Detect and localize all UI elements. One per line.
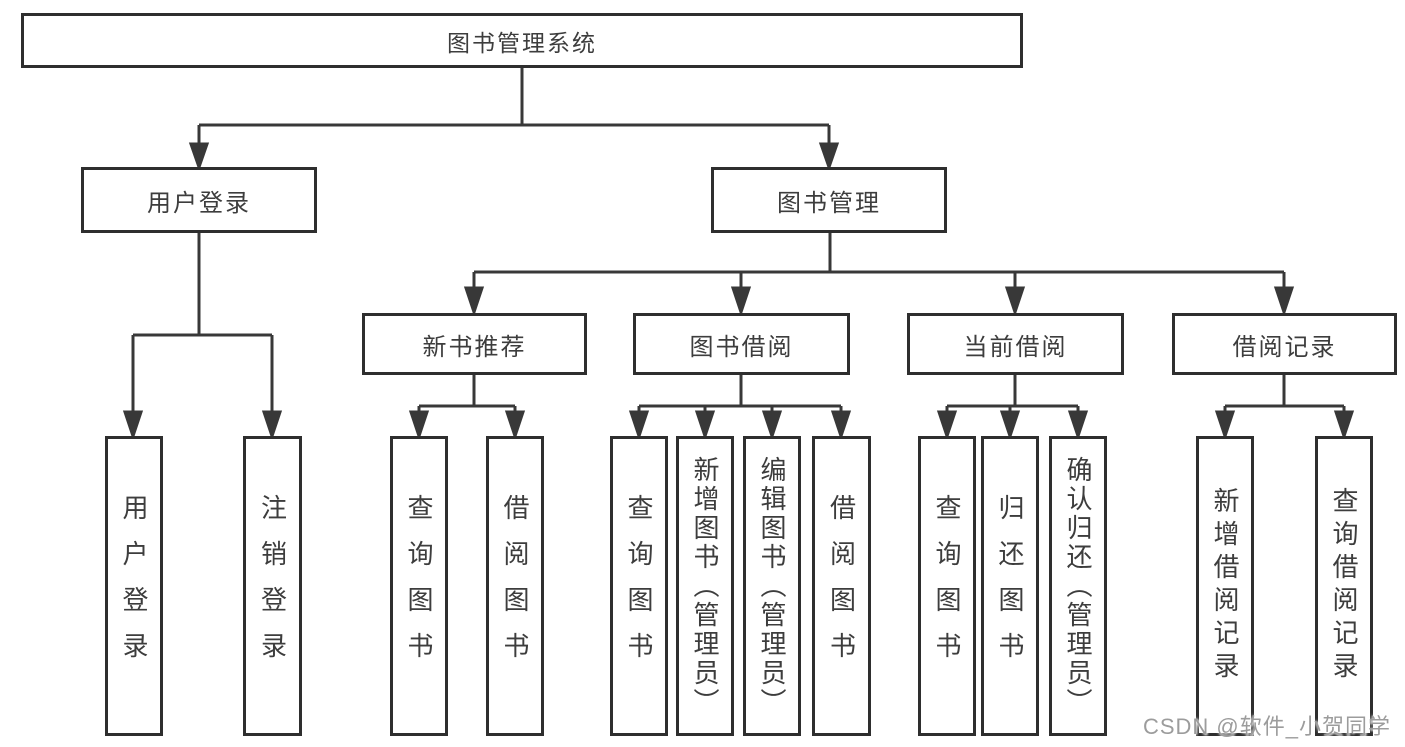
arrowhead	[463, 286, 485, 317]
watermark: CSDN @软件_小贺同学	[1142, 714, 1391, 739]
arrowhead	[1214, 410, 1236, 441]
leaf-query-book-1: 查询图书	[390, 436, 448, 736]
arrowhead	[408, 410, 430, 441]
node-book-mgmt: 图书管理	[711, 167, 947, 233]
node-label: 借阅图书	[500, 494, 530, 678]
arrowhead	[936, 410, 958, 441]
node-current-borrow: 当前借阅	[907, 313, 1124, 375]
node-label: 当前借阅	[963, 333, 1068, 361]
leaf-borrow-book-2: 借阅图书	[812, 436, 871, 736]
node-label: 图书管理系统	[447, 29, 597, 56]
node-label: 归还图书	[995, 494, 1025, 678]
arrowhead	[188, 142, 210, 172]
leaf-add-book-admin: 新增图书（管理员）	[676, 436, 734, 736]
connector-book-mgmt-to-level3	[463, 233, 1295, 317]
node-label: 注销登录	[257, 494, 288, 678]
leaf-add-borrow-record: 新增借阅记录	[1196, 436, 1254, 736]
node-label: 借阅图书	[826, 494, 857, 678]
arrowhead	[1004, 286, 1026, 317]
arrowhead	[628, 410, 650, 441]
node-label: 用户登录	[147, 189, 251, 217]
node-borrow-record: 借阅记录	[1172, 313, 1397, 375]
node-label: 确认归还（管理员）	[1063, 455, 1093, 717]
leaf-borrow-book-1: 借阅图书	[486, 436, 544, 736]
leaf-confirm-return-admin: 确认归还（管理员）	[1049, 436, 1107, 736]
node-label: 查询图书	[404, 494, 434, 678]
connector-root-to-level2	[188, 68, 840, 172]
node-label: 新书推荐	[422, 333, 527, 361]
node-label: 查询借阅记录	[1329, 487, 1359, 685]
leaf-return-book: 归还图书	[981, 436, 1039, 736]
node-label: 查询图书	[932, 494, 962, 678]
node-label: 借阅记录	[1232, 333, 1337, 361]
leaf-query-borrow-record: 查询借阅记录	[1315, 436, 1373, 736]
arrowhead	[1273, 286, 1295, 317]
arrowhead	[1067, 410, 1089, 441]
node-label: 用户登录	[119, 494, 149, 678]
leaf-logout: 注销登录	[243, 436, 302, 736]
node-label: 新增借阅记录	[1210, 487, 1240, 685]
connector-borrow-record-children	[1214, 375, 1355, 441]
leaf-query-book-2: 查询图书	[610, 436, 668, 736]
node-label: 查询图书	[624, 494, 654, 678]
arrowhead	[730, 286, 752, 317]
arrowhead	[830, 410, 852, 441]
arrowhead	[694, 410, 716, 441]
arrowhead	[818, 142, 840, 172]
node-label: 图书借阅	[689, 333, 794, 361]
node-label: 编辑图书（管理员）	[757, 455, 787, 717]
connector-user-login-children	[122, 233, 283, 441]
arrowhead	[999, 410, 1021, 441]
arrowhead	[504, 410, 526, 441]
leaf-query-book-3: 查询图书	[918, 436, 976, 736]
node-user-login: 用户登录	[81, 167, 317, 233]
arrowhead	[761, 410, 783, 441]
leaf-edit-book-admin: 编辑图书（管理员）	[743, 436, 801, 736]
node-label: 新增图书（管理员）	[690, 455, 720, 717]
node-new-book-recommend: 新书推荐	[362, 313, 587, 375]
arrowhead	[122, 410, 144, 441]
leaf-user-login: 用户登录	[105, 436, 163, 736]
node-system-root: 图书管理系统	[21, 13, 1023, 68]
connector-current-borrow-children	[936, 375, 1089, 441]
connector-book-borrow-children	[628, 375, 852, 441]
arrowhead	[261, 410, 283, 441]
connector-new-book-children	[408, 375, 526, 441]
arrowhead	[1333, 410, 1355, 441]
node-label: 图书管理	[777, 189, 881, 217]
node-book-borrow: 图书借阅	[633, 313, 850, 375]
